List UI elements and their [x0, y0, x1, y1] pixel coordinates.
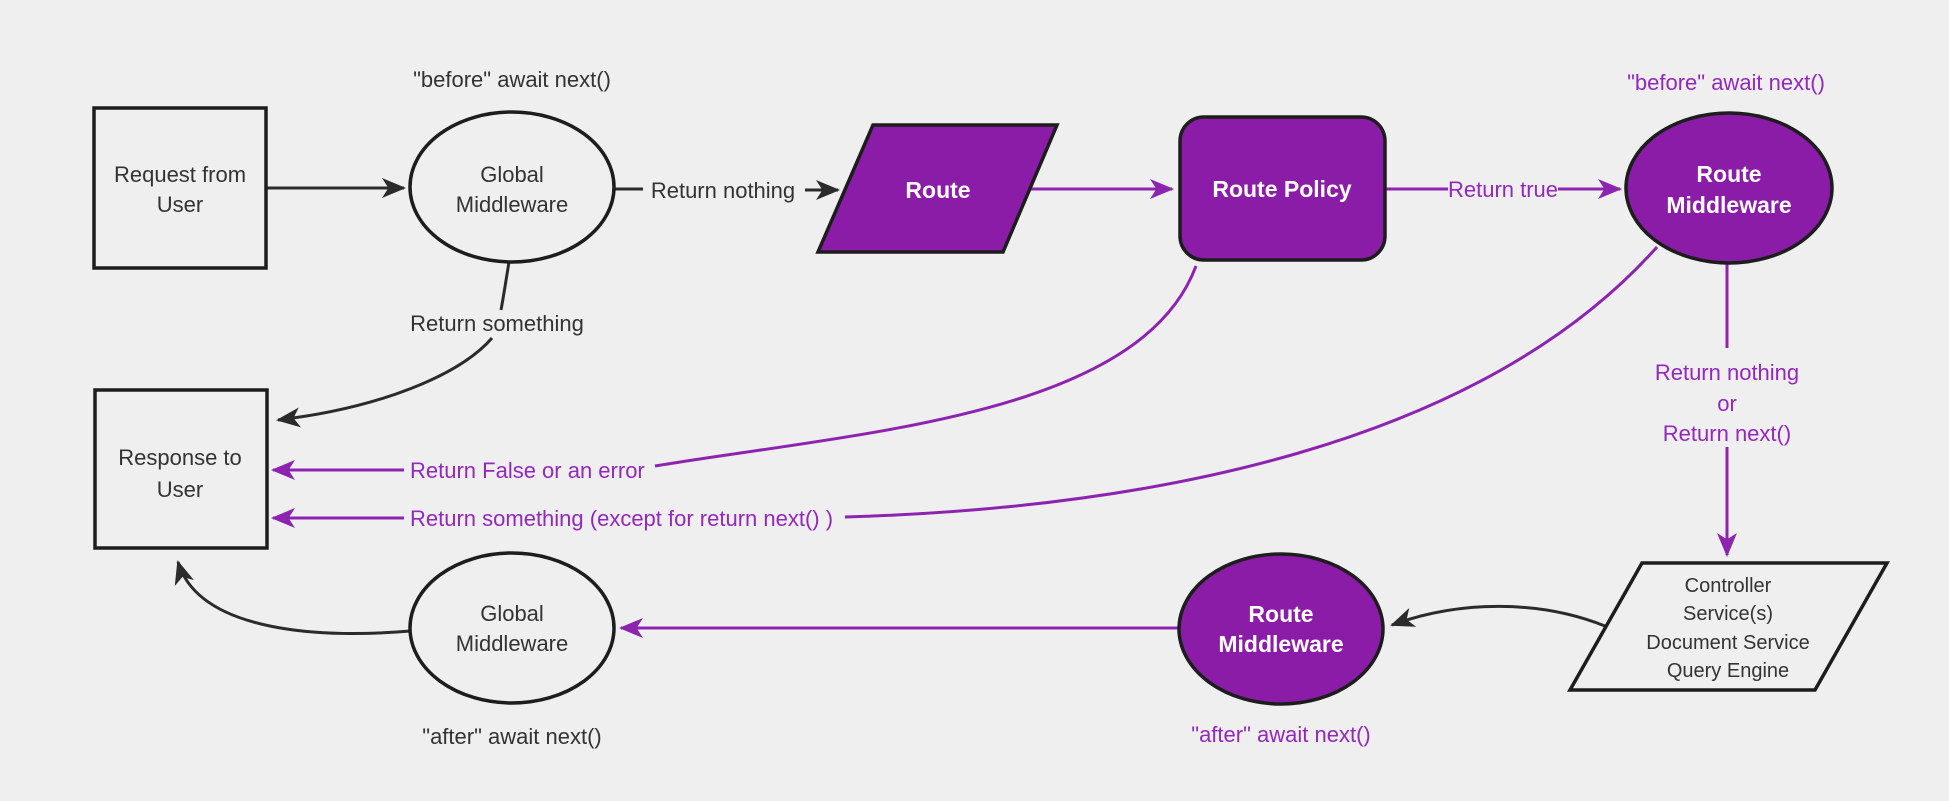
label-before-await-next-purple: "before" await next() — [1627, 70, 1825, 95]
label-after-await-next-black: "after" await next() — [422, 724, 601, 749]
global-middleware-bottom-node: Global Middleware — [408, 551, 616, 705]
route-middleware-top-label-line2: Middleware — [1666, 192, 1791, 218]
route-label: Route — [905, 177, 970, 203]
global-middleware-top-ellipse — [408, 110, 616, 264]
route-policy-box — [1178, 115, 1387, 262]
services-label-line4: Query Engine — [1667, 660, 1789, 682]
route-policy-label: Route Policy — [1212, 176, 1352, 202]
label-return-nothing-or-line3: Return next() — [1663, 421, 1791, 446]
route-middleware-top-node: Route Middleware — [1624, 111, 1834, 265]
global-middleware-bottom-ellipse — [408, 551, 616, 705]
services-node: Controller Service(s) Document Service Q… — [1566, 561, 1891, 692]
route-middleware-bottom-ellipse — [1177, 552, 1385, 706]
label-return-false-or-error: Return False or an error — [410, 458, 645, 483]
label-return-true: Return true — [1448, 177, 1558, 202]
response-to-user-label-line1: Response to — [118, 445, 242, 470]
global-middleware-top-node: Global Middleware — [408, 110, 616, 264]
route-middleware-top-ellipse — [1624, 111, 1834, 265]
request-from-user-node: Request from User — [92, 106, 268, 270]
services-label-line3: Document Service — [1646, 632, 1809, 654]
route-policy-node: Route Policy — [1178, 115, 1387, 262]
label-before-await-next-black: "before" await next() — [413, 67, 611, 92]
route-node: Route — [815, 123, 1060, 254]
request-from-user-label-line2: User — [157, 192, 203, 217]
edge-global-middleware-return-something-stub — [499, 261, 511, 311]
services-parallelogram — [1566, 561, 1891, 692]
route-middleware-bottom-label-line1: Route — [1248, 601, 1313, 627]
edge-route-middleware-to-return-something-except-curve — [844, 245, 1659, 519]
response-to-user-label-line2: User — [157, 477, 203, 502]
label-return-nothing: Return nothing — [651, 178, 795, 203]
route-middleware-top-label-line1: Route — [1696, 161, 1761, 187]
global-middleware-bottom-label-line1: Global — [480, 601, 544, 626]
route-middleware-bottom-node: Route Middleware — [1177, 552, 1385, 706]
response-to-user-node: Response to User — [93, 388, 269, 550]
edge-route-policy-to-return-false-curve — [654, 265, 1198, 468]
request-from-user-label-line1: Request from — [114, 162, 246, 187]
label-return-nothing-or-line2: or — [1717, 391, 1737, 416]
response-to-user-box — [93, 388, 269, 550]
label-after-await-next-purple: "after" await next() — [1191, 722, 1370, 747]
request-from-user-box — [92, 106, 268, 270]
global-middleware-top-label-line1: Global — [480, 162, 544, 187]
label-return-something-except: Return something (except for return next… — [410, 506, 833, 531]
edge-global-middleware-bottom-to-response — [174, 560, 411, 635]
services-label-line2: Service(s) — [1683, 603, 1773, 625]
route-parallelogram — [815, 123, 1060, 254]
route-middleware-bottom-label-line2: Middleware — [1218, 631, 1343, 657]
global-middleware-top-label-line2: Middleware — [456, 192, 569, 217]
label-return-something: Return something — [410, 311, 584, 336]
label-return-nothing-or-line1: Return nothing — [1655, 360, 1799, 385]
edge-services-to-route-middleware-bottom — [1390, 604, 1606, 628]
edge-return-something-to-response — [276, 337, 494, 428]
services-label-line1: Controller — [1685, 575, 1772, 597]
global-middleware-bottom-label-line2: Middleware — [456, 631, 569, 656]
